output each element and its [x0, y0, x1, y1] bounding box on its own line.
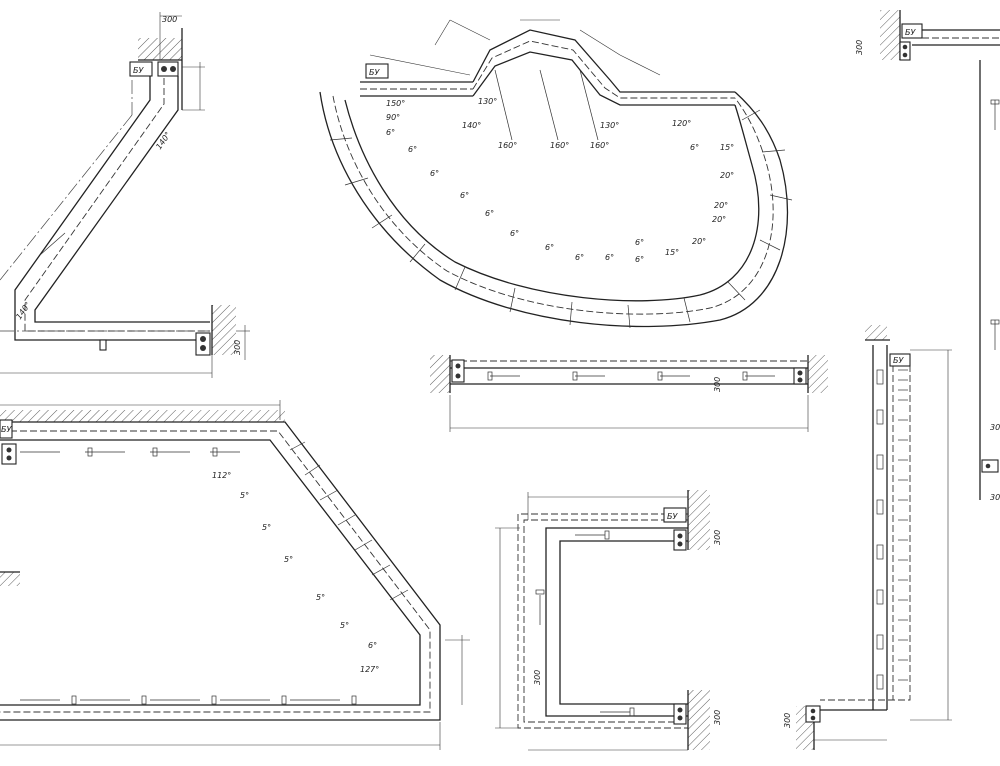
box-label: БУ — [1, 425, 12, 434]
angle-label: 5° — [316, 593, 325, 602]
angle-label: 6° — [575, 253, 584, 262]
view-arc-run: БУ 150° — [319, 19, 793, 329]
box-label: БУ — [905, 28, 916, 37]
wall-hatch — [688, 490, 710, 550]
angle-label: 160° — [498, 141, 517, 150]
angle-label: 6° — [635, 238, 644, 247]
angle-label: 5° — [284, 555, 293, 564]
angle-label: 6° — [408, 145, 417, 154]
junction-box — [365, 63, 389, 79]
angle-label: 6° — [430, 169, 439, 178]
junction-box — [129, 61, 153, 77]
angle-label: 160° — [590, 141, 609, 150]
view-diagonal-run: 300 БУ 140° 140° 300 — [0, 12, 250, 378]
angle-label: 5° — [240, 491, 249, 500]
angle-label: 6° — [485, 209, 494, 218]
angle-label: 6° — [368, 641, 377, 650]
angle-label: 20° — [712, 215, 726, 224]
view-straight-run: 300 — [430, 355, 828, 432]
angle-label: 160° — [550, 141, 569, 150]
dim-300-label: 300 — [990, 423, 1000, 432]
angle-label: 127° — [360, 665, 379, 674]
angle-label: 20° — [720, 171, 734, 180]
angle-label: 20° — [692, 237, 706, 246]
box-label: БУ — [893, 356, 904, 365]
angle-label: 112° — [212, 471, 231, 480]
wall-hatch — [430, 355, 450, 393]
wall-hatch — [808, 355, 828, 393]
dim-300-label: 300 — [990, 493, 1000, 502]
angle-label: 120° — [672, 119, 691, 128]
view-vertical-riser: БУ 300 300 300 — [783, 10, 1000, 750]
tray-end-bracket — [157, 61, 179, 77]
angle-label: 15° — [665, 248, 679, 257]
tray-end-bracket — [195, 332, 211, 356]
wall-hatch — [212, 305, 236, 355]
dim-300-label: 300 — [533, 670, 542, 685]
box-label: БУ — [369, 68, 380, 77]
angle-label: 6° — [545, 243, 554, 252]
dim-300-label: 300 — [713, 710, 722, 725]
angle-label: 6° — [635, 255, 644, 264]
angle-label: 130° — [600, 121, 619, 130]
angle-label: 90° — [386, 113, 400, 122]
junction-box — [901, 23, 923, 39]
angle-label: 130° — [478, 97, 497, 106]
box-label: БУ — [133, 66, 144, 75]
angle-label: 20° — [714, 201, 728, 210]
angle-label: 6° — [460, 191, 469, 200]
dim-300-label: 300 — [783, 713, 792, 728]
dim-300-label: 300 — [713, 530, 722, 545]
view-trapezoid-run: БУ 112° 5° 5° 5° 5° 5° 6° 127° — [0, 400, 470, 750]
angle-label: 5° — [262, 523, 271, 532]
dim-300-label: 300 — [713, 377, 722, 392]
angle-label: 150° — [386, 99, 405, 108]
angle-label: 140° — [154, 130, 172, 151]
junction-box — [0, 419, 13, 439]
dim-300-label: 300 — [162, 15, 177, 24]
angle-label: 6° — [510, 229, 519, 238]
angle-label: 5° — [340, 621, 349, 630]
wall-hatch — [688, 690, 710, 750]
box-label: БУ — [667, 512, 678, 521]
junction-box — [663, 507, 687, 523]
view-u-run: БУ 300 300 300 — [495, 490, 722, 751]
dim-300-label: 300 — [855, 40, 864, 55]
angle-label: 15° — [720, 143, 734, 152]
angle-label: 6° — [605, 253, 614, 262]
angle-label: 6° — [690, 143, 699, 152]
angle-label: 6° — [386, 128, 395, 137]
angle-label: 140° — [14, 300, 32, 321]
angle-label: 140° — [462, 121, 481, 130]
wall-hatch — [880, 10, 900, 60]
dim-300-label: 300 — [233, 340, 242, 355]
